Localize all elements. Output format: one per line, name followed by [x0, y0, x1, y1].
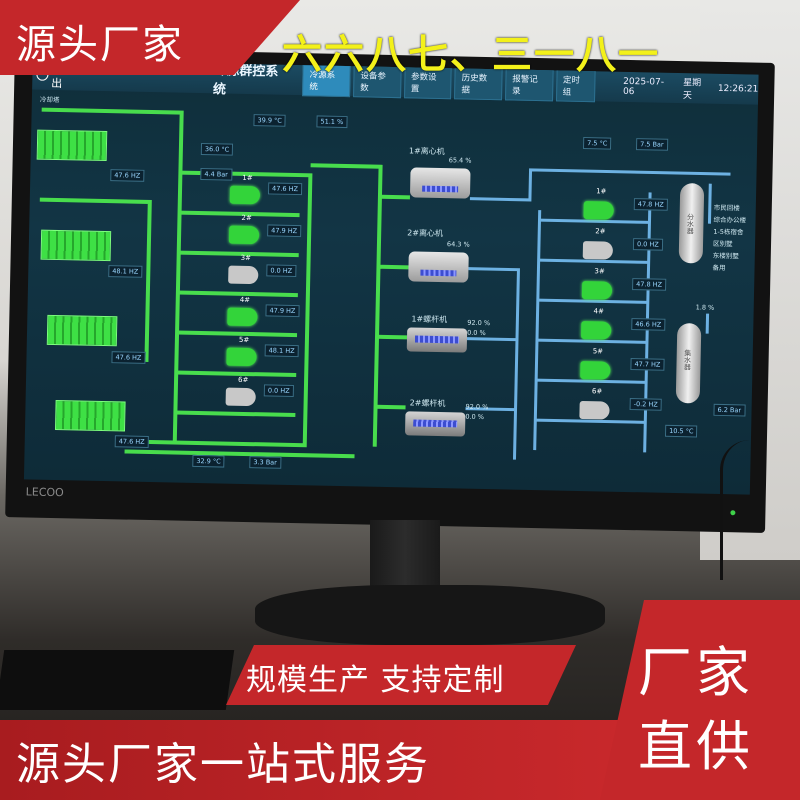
cw-pump-4-label: 4# [239, 295, 251, 305]
branch-1: 市民回楼 [713, 203, 740, 213]
chw-pump-6-hz: -0.2 HZ [629, 398, 662, 411]
screw-chiller-2[interactable] [404, 411, 466, 437]
chw-pump-2-label: 2# [595, 227, 606, 236]
chw-pump-2-hz: 0.0 HZ [632, 238, 663, 251]
chw-pump-2[interactable] [582, 241, 614, 260]
cables [720, 440, 800, 580]
outdoor-humidity: 51.1 % [316, 115, 348, 129]
cooling-tower-4[interactable] [54, 400, 126, 432]
screw-2-label: 2#螺杆机 [409, 398, 446, 409]
cw-pump-6[interactable] [225, 387, 256, 407]
chiller-1-label: 1#离心机 [408, 146, 445, 157]
return-header-label: 集水器 [683, 349, 692, 371]
cw-return-temp: 36.0 °C [200, 143, 234, 156]
tower-3-hz: 47.6 HZ [111, 351, 146, 364]
cw-pump-1[interactable] [229, 185, 261, 205]
screw-2-load2: 0.0 % [465, 412, 485, 421]
chw-pump-6-label: 6# [591, 387, 603, 396]
promo-bottom-text: 源头厂家一站式服务 [16, 739, 430, 790]
chw-pump-5-hz: 47.7 HZ [630, 358, 665, 371]
promo-corner-br-line2: 直供 [638, 715, 754, 778]
cw-pump-2-label: 2# [241, 213, 252, 223]
chiller-2-label: 2#离心机 [407, 228, 444, 239]
chw-pump-3-hz: 47.8 HZ [632, 278, 667, 291]
chw-return-temp: 10.5 °C [664, 424, 698, 438]
chw-pump-3-label: 3# [594, 267, 605, 276]
cw-pump-3-hz: 0.0 HZ [266, 264, 297, 278]
tower-4-hz: 47.6 HZ [114, 435, 149, 448]
scada-screen: 退出 冷源群控系统 冷源系统 设备参数 参数设置 历史数据 报警记录 定时组 2… [23, 59, 759, 495]
chw-pump-1-label: 1# [596, 187, 607, 196]
screw-chiller-1[interactable] [406, 327, 468, 353]
chw-pump-1[interactable] [583, 201, 614, 220]
chw-pump-4-label: 4# [593, 307, 605, 316]
chw-pump-4-hz: 46.6 HZ [631, 318, 666, 331]
chiller-1-coil [422, 185, 459, 193]
cooling-tower-2[interactable] [40, 229, 112, 262]
screw-1-load2: 0.0 % [467, 328, 486, 338]
branch-4: 区别墅 [712, 239, 733, 249]
cw-pump-4[interactable] [227, 307, 258, 327]
promo-factory-text: 源头厂家 [16, 22, 184, 68]
cw-pump-1-label: 1# [242, 173, 253, 183]
chw-pump-3[interactable] [581, 281, 613, 300]
chw-pump-1-hz: 47.8 HZ [633, 198, 668, 211]
screw-2-coil [413, 419, 458, 428]
chw-return-press: 6.2 Bar [713, 403, 746, 417]
chw-pump-5[interactable] [580, 361, 611, 380]
monitor-base [255, 585, 605, 645]
promo-phone: 六六八七、三一八一 [282, 32, 660, 78]
bypass-valve: 1.8 % [695, 303, 715, 312]
centrifugal-chiller-1[interactable] [409, 167, 471, 199]
cw-return-press: 4.4 Bar [200, 168, 233, 181]
pipe-network [39, 107, 731, 460]
chiller-2-load: 64.3 % [446, 240, 470, 249]
monitor: 退出 冷源群控系统 冷源系统 设备参数 参数设置 历史数据 报警记录 定时组 2… [5, 47, 775, 533]
cw-pump-5-label: 5# [238, 335, 250, 345]
tower-title: 冷却塔 [39, 95, 60, 105]
cw-pump-3[interactable] [228, 265, 259, 285]
chw-pump-5-label: 5# [592, 347, 604, 356]
branch-6: 备用 [712, 263, 726, 273]
chw-supply-press: 7.5 Bar [635, 138, 668, 151]
monitor-brand: LECOO [25, 485, 64, 500]
cw-pump-3-label: 3# [240, 253, 252, 263]
chw-supply-temp: 7.5 °C [582, 137, 612, 150]
supply-header-label: 分水器 [686, 213, 695, 235]
screw-1-coil [414, 335, 460, 344]
cooling-tower-3[interactable] [46, 314, 118, 347]
cw-pump-2-hz: 47.9 HZ [267, 224, 302, 238]
cw-pump-6-hz: 0.0 HZ [263, 384, 294, 398]
chiller-1-load: 65.4 % [448, 156, 472, 165]
promo-pill [226, 645, 576, 705]
cw-pump-1-hz: 47.6 HZ [267, 182, 303, 196]
branch-3: 1-5栋宿舍 [713, 227, 744, 237]
cw-pump-5[interactable] [226, 347, 257, 367]
cw-supply-temp: 32.9 °C [192, 454, 225, 468]
cw-pump-4-hz: 47.9 HZ [265, 304, 300, 318]
centrifugal-chiller-2[interactable] [408, 251, 469, 283]
outdoor-temp: 39.9 °C [253, 114, 286, 127]
screw-2-load: 92.0 % [465, 402, 489, 412]
tower-2-hz: 48.1 HZ [108, 265, 143, 278]
tower-1-hz: 47.6 HZ [110, 169, 145, 182]
cw-pump-6-label: 6# [238, 375, 249, 385]
cw-supply-press: 3.3 Bar [249, 456, 282, 469]
cooling-tower-1[interactable] [36, 129, 108, 162]
promo-corner-br-line1: 厂家 [638, 641, 754, 704]
branch-2: 综合办公楼 [713, 215, 747, 225]
chw-pump-4[interactable] [581, 321, 612, 340]
cw-pump-2[interactable] [228, 225, 260, 245]
screw-1-label: 1#螺杆机 [411, 314, 448, 325]
chw-pump-6[interactable] [579, 400, 610, 420]
screw-1-load: 92.0 % [467, 318, 491, 328]
cw-pump-5-hz: 48.1 HZ [264, 344, 299, 358]
promo-pill-text: 规模生产 支持定制 [246, 663, 505, 698]
branch-5: 东楼别墅 [712, 251, 739, 261]
chiller-2-coil [420, 269, 457, 277]
keyboard [0, 650, 235, 710]
